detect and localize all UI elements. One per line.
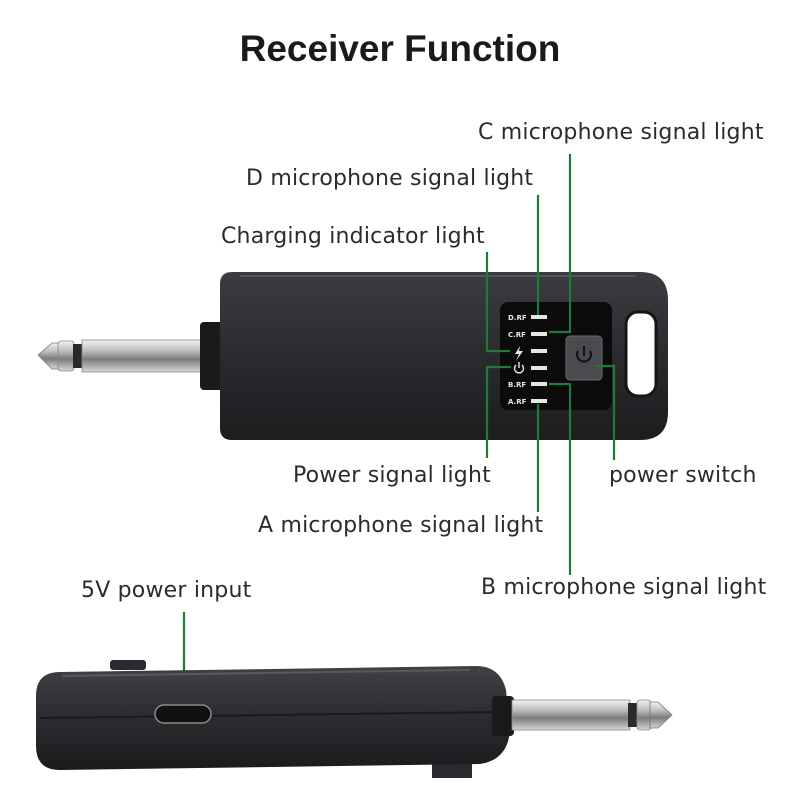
side-body [36, 666, 510, 770]
receiver-side-view [36, 660, 673, 778]
label-d-signal: D microphone signal light [246, 166, 534, 191]
label-power-signal: Power signal light [293, 463, 491, 488]
led-d-rf [531, 315, 547, 319]
leader-lines [182, 154, 616, 696]
lightning-icon [515, 346, 523, 361]
label-a-signal: A microphone signal light [258, 513, 544, 538]
indicator-panel [500, 302, 612, 410]
led-power [531, 366, 547, 370]
jack-plug [37, 322, 228, 390]
power-icon [513, 362, 525, 374]
led-label-b-rf: B.RF [508, 381, 526, 389]
leader-b-signal [549, 382, 572, 575]
label-b-signal: B microphone signal light [481, 575, 767, 600]
led-label-a-rf: A.RF [508, 398, 527, 406]
leader-charging [485, 252, 510, 353]
lanyard-slot [624, 310, 658, 398]
leader-power-signal [485, 365, 511, 458]
label-charging: Charging indicator light [221, 224, 485, 249]
label-power-switch: power switch [609, 463, 757, 488]
leader-c-signal [549, 154, 572, 334]
led-c-rf [531, 332, 547, 336]
led-column: D.RF C.RF B.RF A.RF [508, 314, 547, 406]
receiver-top-view: D.RF C.RF B.RF A.RF [37, 272, 668, 440]
led-label-c-rf: C.RF [508, 331, 526, 339]
leader-power-switch [596, 364, 616, 460]
led-b-rf [531, 382, 547, 386]
led-label-d-rf: D.RF [508, 314, 527, 322]
label-c-signal: C microphone signal light [478, 120, 764, 145]
usb-c-port-icon [154, 704, 212, 724]
led-charging [531, 349, 547, 353]
power-button[interactable] [565, 335, 603, 381]
page-title: Receiver Function [239, 28, 561, 69]
label-power-input: 5V power input [81, 578, 252, 603]
power-button-icon [576, 346, 592, 363]
led-a-rf [531, 399, 547, 403]
